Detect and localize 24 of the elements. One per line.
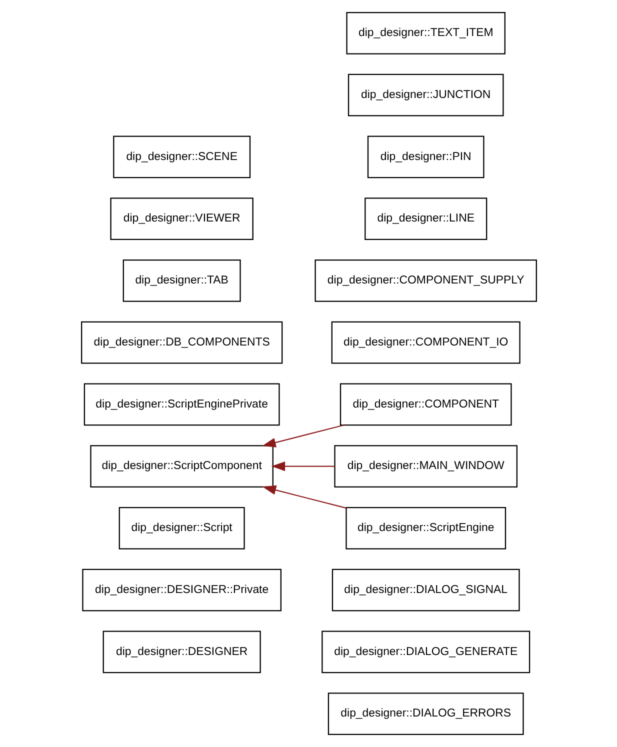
node-box: dip_designer::COMPONENT <box>339 383 512 426</box>
node-box: dip_designer::SCENE <box>112 136 250 178</box>
node-box: dip_designer::COMPONENT_SUPPLY <box>314 260 536 302</box>
node-box: dip_designer::DB_COMPONENTS <box>80 321 282 364</box>
node-box: dip_designer::DIALOG_ERRORS <box>327 692 524 735</box>
node-box: dip_designer::LINE <box>364 198 487 240</box>
node-box: dip_designer::TAB <box>122 260 240 302</box>
node-box: dip_designer::PIN <box>366 136 484 178</box>
arrow <box>270 461 334 472</box>
arrow <box>262 424 344 448</box>
node-box: dip_designer::VIEWER <box>110 198 253 240</box>
node-box: dip_designer::DIALOG_SIGNAL <box>331 568 520 612</box>
node-box: dip_designer::DESIGNER::Private <box>82 568 281 612</box>
node-box: dip_designer::Script <box>118 506 244 550</box>
node-box: dip_designer::COMPONENT_IO <box>330 321 520 364</box>
arrow <box>262 485 346 509</box>
node-box: dip_designer::ScriptEngine <box>345 506 506 550</box>
node-box: dip_designer::DESIGNER <box>102 630 260 674</box>
node-box: dip_designer::MAIN_WINDOW <box>334 445 518 488</box>
node-box: dip_designer::ScriptComponent <box>90 445 273 488</box>
node-box: dip_designer::JUNCTION <box>347 74 504 116</box>
node-box: dip_designer::ScriptEnginePrivate <box>83 383 280 426</box>
node-box: dip_designer::TEXT_ITEM <box>346 12 505 54</box>
node-box: dip_designer::DIALOG_GENERATE <box>321 630 530 674</box>
